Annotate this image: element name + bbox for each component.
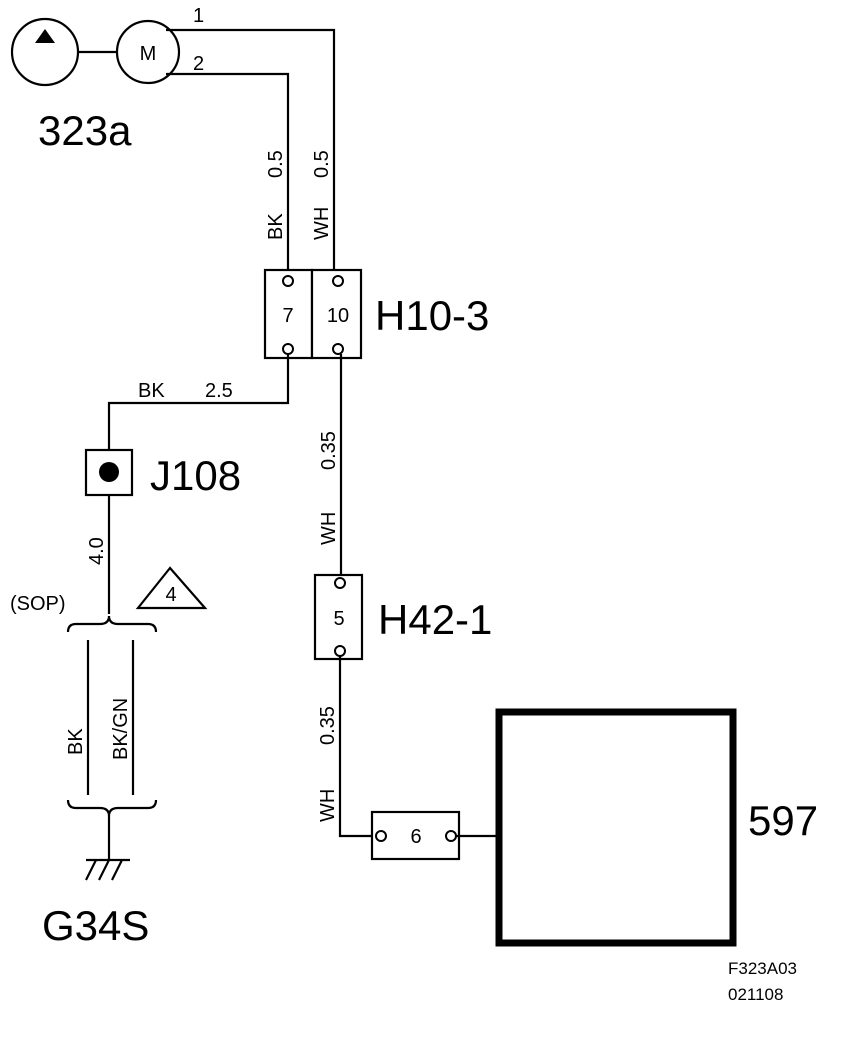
wh-gauge-label-top: 0.5 [311,150,333,178]
wh-gauge-label-low: 0.35 [317,706,339,745]
h10-pin-10: 10 [327,305,349,327]
wire-wh-top [166,28,336,278]
bk-color-label-top: BK [265,213,287,240]
connector-h42-1: 5 [313,573,364,661]
motor-pin-2: 2 [193,53,204,75]
h10-3-label: H10-3 [375,292,489,339]
date-code: 021108 [728,985,783,1004]
module-597-box [495,708,737,947]
gauge-ground-label: 4.0 [86,537,108,565]
ground-bk-label: BK [65,728,87,755]
figure-code: F323A03 [728,959,797,978]
brace-top [66,615,158,633]
wh-color-label-low: WH [317,789,339,822]
h42-1-label: H42-1 [378,596,492,643]
motor-symbol: M [115,19,181,85]
ground-icon [85,816,130,881]
connector-h10-3: 7 10 [263,268,363,360]
motor-pin-1: 1 [193,5,204,27]
motor-reference: 323a [38,107,132,154]
module-connector: 6 [370,810,461,861]
splice-j108 [84,448,134,497]
ground-bkgn-label: BK/GN [110,698,132,760]
bk-color-label-mid: BK [138,380,165,402]
h10-pin-7: 7 [282,305,293,327]
wire-bk-mid [107,354,290,450]
wh-color-label-top: WH [311,207,333,240]
ground-label: G34S [42,902,149,949]
pump-symbol [10,17,80,87]
j108-label: J108 [150,452,241,499]
wire-wh-low [338,656,378,838]
bk-gauge-label-mid: 2.5 [205,380,233,402]
sop-note: (SOP) [10,593,66,615]
wire-bk-top [166,72,290,278]
motor-label: M [140,43,157,65]
note-triangle: 4 [135,566,208,610]
brace-bottom [66,799,158,817]
note-number: 4 [165,584,176,606]
module-pin-6: 6 [410,826,421,848]
wh-color-label-mid: WH [318,512,340,545]
triangle-up-icon [35,29,55,43]
wh-gauge-label-mid: 0.35 [318,431,340,470]
module-label: 597 [748,797,818,844]
h42-pin-5: 5 [333,608,344,630]
bk-gauge-label-top: 0.5 [265,150,287,178]
